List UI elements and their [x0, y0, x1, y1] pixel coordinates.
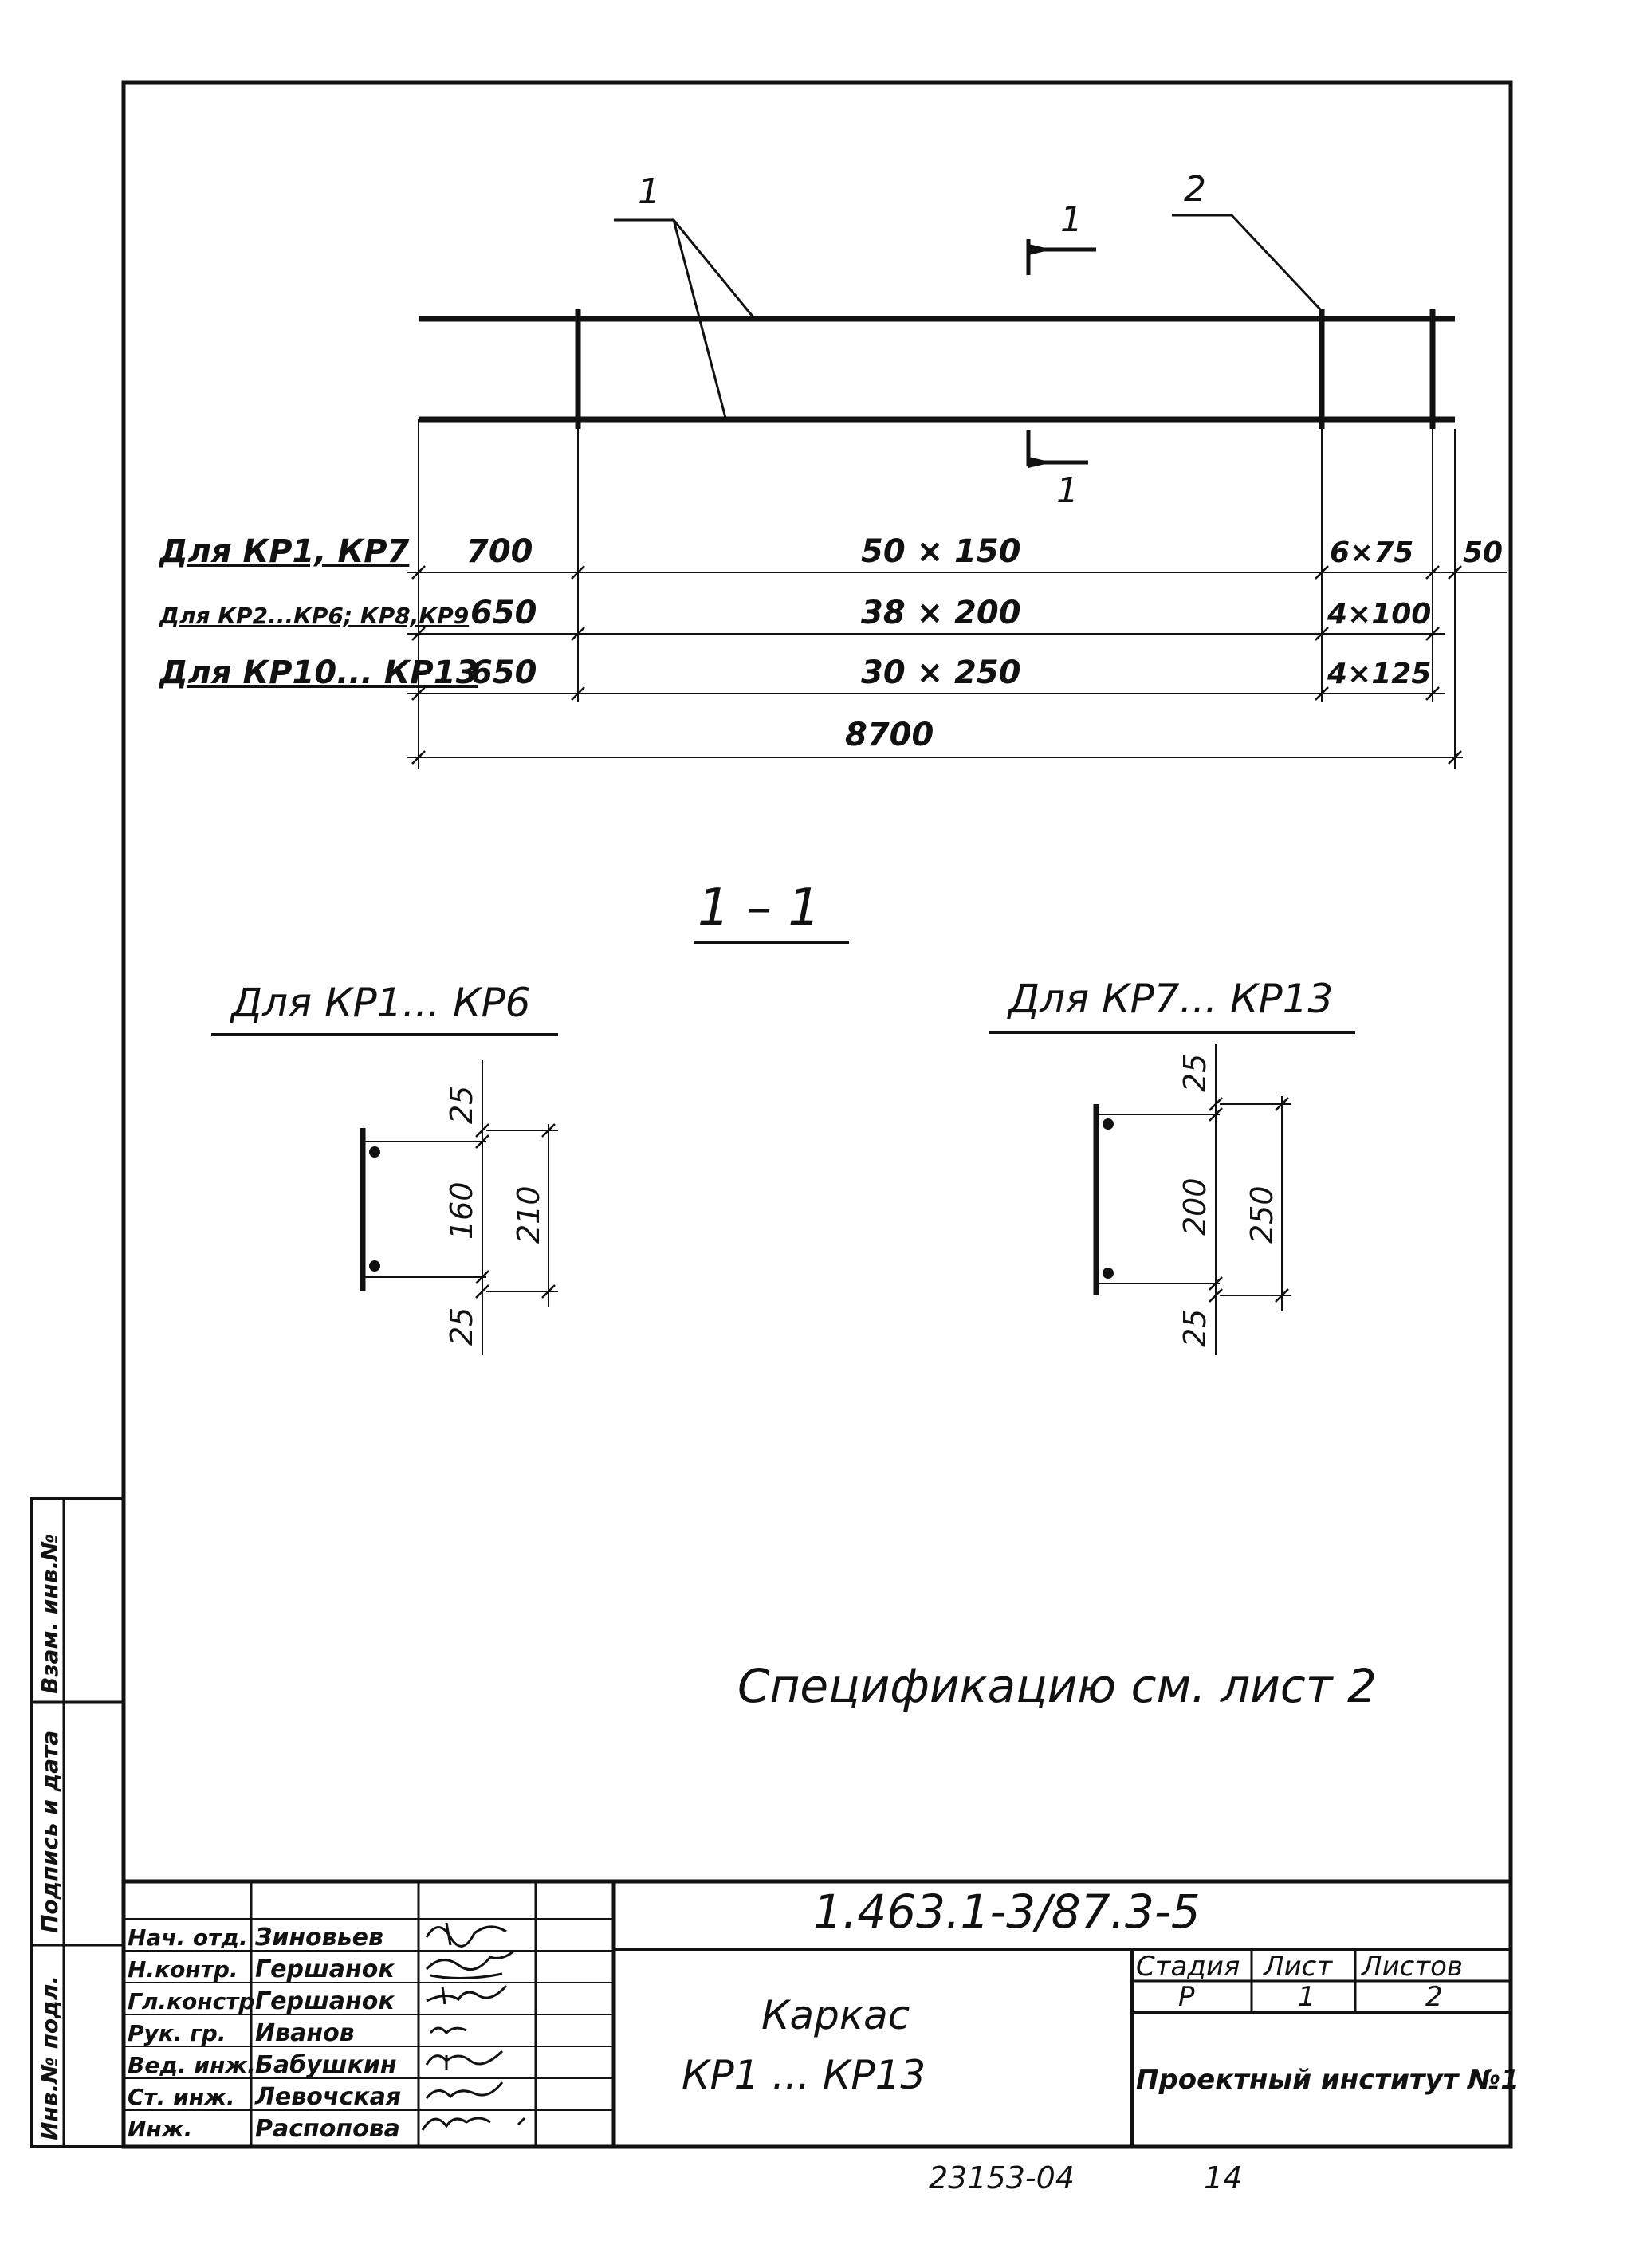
dim-row-2-seg2: 38 × 200	[861, 595, 1021, 631]
tb-role: Нач. отд.	[128, 1924, 248, 1951]
signature-scribble	[426, 1984, 508, 2005]
section-right-ticks	[1209, 1097, 1289, 1303]
dim-row-1-label: Для КР1, КР7	[158, 533, 410, 570]
section-right: Для КР7... КР13 25 200 250 25	[989, 976, 1355, 1355]
title-block: Нач. отд. Н.контр. Гл.констр. Рук. гр. В…	[124, 1879, 1519, 2147]
footer-archive-number: 23153-04	[929, 2160, 1075, 2195]
section-mark-bottom-number: 1	[1056, 470, 1079, 511]
section-left-dim-top: 25	[444, 1086, 479, 1124]
signature-scribble	[421, 2117, 526, 2131]
section-left-bar-bottom	[369, 1260, 380, 1272]
section-mark-top-number: 1	[1060, 199, 1083, 240]
signature-scribble	[429, 2026, 467, 2035]
tb-name: Зиновьев	[254, 1924, 383, 1952]
dim-row-1-seg2: 50 × 150	[861, 533, 1021, 570]
tb-role: Вед. инж.	[128, 2052, 256, 2078]
tb-name: Гершанок	[255, 1956, 395, 1983]
tb-name: Иванов	[255, 2019, 355, 2047]
section-right-bar-top	[1103, 1118, 1114, 1130]
signature-scribble	[425, 2081, 504, 2099]
dim-row-2-seg1: 650	[470, 595, 537, 631]
tb-staff-rows	[124, 1918, 614, 2111]
tb-document-code: 1.463.1-3/87.3-5	[813, 1885, 1201, 1939]
sheet-frame	[121, 80, 1513, 2149]
section-left-dim-total: 210	[511, 1185, 546, 1244]
section-right-label: Для КР7... КР13	[1007, 976, 1333, 1022]
tb-staff-names: Зиновьев Гершанок Гершанок Иванов Бабушк…	[254, 1924, 401, 2143]
dim-row-2-seg3: 4×100	[1327, 598, 1431, 631]
tb-signatures	[421, 1922, 526, 2131]
dim-row-1-seg1: 700	[466, 533, 533, 570]
section-cut-mark-top	[1026, 239, 1096, 275]
section-left-ticks	[475, 1123, 556, 1299]
tb-staff-roles: Нач. отд. Н.контр. Гл.констр. Рук. гр. В…	[128, 1924, 263, 2142]
side-stamp-inventory: Инв.№ подл.	[37, 1975, 63, 2140]
callout-2-number: 2	[1184, 169, 1206, 210]
dim-row-1-seg4: 50	[1463, 537, 1503, 569]
section-left-bar-top	[369, 1146, 380, 1158]
tb-name-line2: КР1 ... КР13	[682, 2052, 926, 2098]
tb-sheet-value: 1	[1298, 1981, 1315, 2013]
tb-name: Гершанок	[255, 1987, 395, 2015]
dim-row-3-label: Для КР10... КР13	[158, 654, 478, 691]
side-stamp: Инв.№ подл. Подпись и дата Взам. инв.№	[30, 1497, 125, 2148]
dimension-ticks	[411, 565, 1462, 765]
dim-row-2-label: Для КР2...КР6; КР8,КР9	[159, 603, 469, 629]
section-left-dim-bottom: 25	[444, 1307, 479, 1346]
tb-role: Рук. гр.	[128, 2020, 226, 2046]
cage-plan-view: 1 2 1 1	[419, 169, 1455, 511]
section-right-dim-middle: 200	[1177, 1177, 1213, 1236]
tb-sheets-header: Листов	[1360, 1951, 1463, 1983]
dim-total-value: 8700	[845, 717, 934, 753]
section-right-dim-bottom: 25	[1177, 1309, 1213, 1347]
tb-role: Н.контр.	[128, 1956, 238, 1983]
tb-role: Гл.констр.	[128, 1988, 263, 2014]
dim-row-1-seg3: 6×75	[1330, 537, 1413, 569]
tb-organization: Проектный институт №1	[1136, 2064, 1519, 2096]
tb-name: Левочская	[254, 2083, 401, 2111]
side-stamp-signature: Подпись и дата	[37, 1731, 63, 1933]
callout-2-leader	[1230, 214, 1323, 312]
side-stamp-replacement: Взам. инв.№	[37, 1534, 63, 1694]
tb-sheet-header: Лист	[1262, 1951, 1333, 1983]
signature-scribble	[425, 1922, 507, 1948]
callout-1-leader-a	[672, 219, 755, 318]
callout-1-number: 1	[638, 171, 660, 212]
tb-name: Распопова	[255, 2115, 400, 2143]
signature-scribble	[425, 2050, 504, 2070]
tb-sheets-value: 2	[1425, 1981, 1443, 2013]
section-left-dim-middle: 160	[444, 1181, 479, 1240]
section-right-dim-top: 25	[1177, 1054, 1213, 1092]
signature-scribble	[425, 1949, 515, 1980]
section-right-dim-total: 250	[1244, 1185, 1280, 1244]
dimension-table: Для КР1, КР7 700 50 × 150 6×75 50 Для КР…	[158, 419, 1507, 769]
section-cut-arrow-bottom	[1028, 457, 1052, 468]
section-left-label: Для КР1... КР6	[230, 980, 531, 1026]
tb-stage-header: Стадия	[1136, 1951, 1240, 1983]
tb-name: Бабушкин	[255, 2051, 397, 2079]
dim-row-3-seg1: 650	[470, 654, 537, 691]
tb-name-line1: Каркас	[761, 1992, 910, 2038]
footer-page-number: 14	[1204, 2160, 1242, 2195]
tb-role: Ст. инж.	[128, 2084, 235, 2110]
section-right-bar-bottom	[1103, 1268, 1114, 1279]
section-title: 1 – 1	[698, 879, 820, 937]
dim-row-3-seg2: 30 × 250	[861, 654, 1021, 691]
side-stamp-frame	[30, 1497, 125, 2148]
tb-role: Инж.	[128, 2116, 192, 2142]
section-cut-arrow-top	[1028, 244, 1052, 255]
section-1-1: 1 – 1 Для КР1... КР6 25 160 210 25 Для К…	[211, 879, 1355, 1355]
section-left: Для КР1... КР6 25 160 210 25	[211, 980, 558, 1355]
dim-row-3-seg3: 4×125	[1327, 658, 1431, 690]
tb-stage-value: Р	[1178, 1981, 1195, 2013]
callout-1-leader-b	[672, 219, 727, 419]
specification-note: Спецификацию см. лист 2	[737, 1659, 1377, 1713]
